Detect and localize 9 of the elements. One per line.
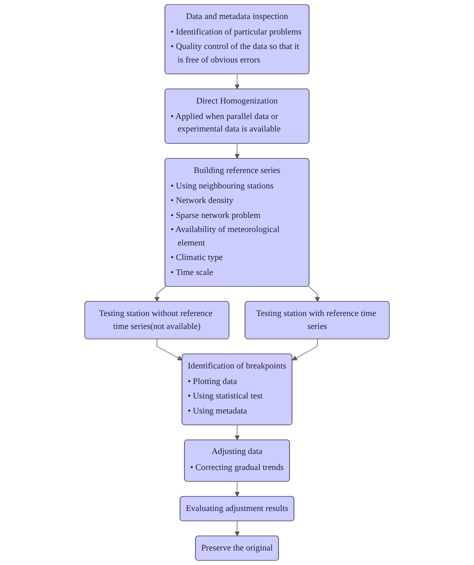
arrow <box>308 286 320 302</box>
arrow <box>234 143 240 159</box>
arrow <box>292 338 318 360</box>
arrow <box>156 338 182 360</box>
arrow <box>234 481 240 497</box>
arrow <box>234 520 240 536</box>
arrow <box>234 424 240 440</box>
arrow <box>154 286 167 302</box>
arrow <box>234 74 240 90</box>
